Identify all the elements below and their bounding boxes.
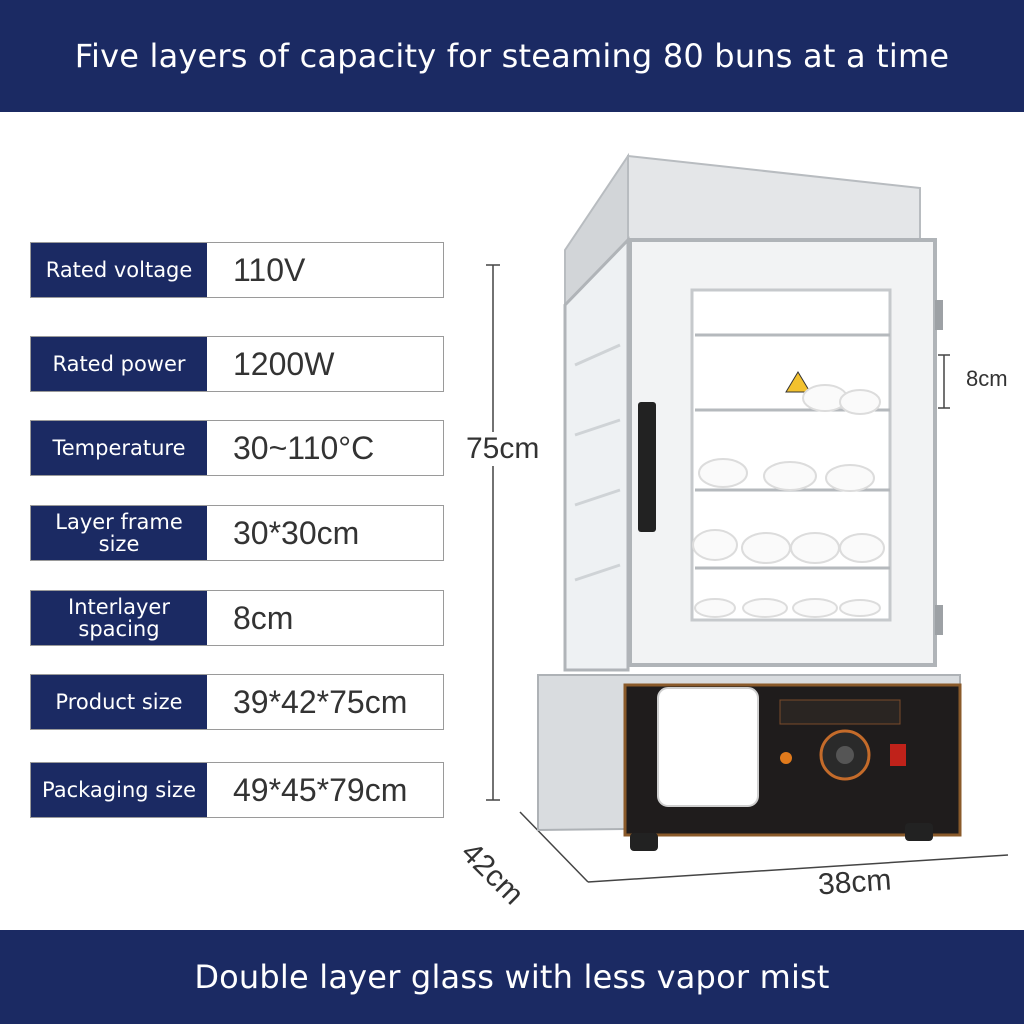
spec-label: Rated voltage <box>31 243 207 297</box>
top-banner: Five layers of capacity for steaming 80 … <box>0 0 1024 112</box>
banner-title: Five layers of capacity for steaming 80 … <box>74 37 950 75</box>
spec-label: Temperature <box>31 421 207 475</box>
dimension-lines <box>486 264 1009 883</box>
spacing-dimension-label: 8cm <box>966 366 1008 391</box>
spec-row-voltage: Rated voltage 110V <box>30 242 444 298</box>
spec-row-interlayer: Interlayer spacing 8cm <box>30 590 444 646</box>
banner-caption: Double layer glass with less vapor mist <box>194 958 830 996</box>
spec-label: Packaging size <box>31 763 207 817</box>
spec-value: 30~110°C <box>233 429 375 466</box>
spec-value: 39*42*75cm <box>233 683 408 720</box>
bottom-banner: Double layer glass with less vapor mist <box>0 930 1024 1024</box>
spec-label: Interlayer spacing <box>31 591 207 645</box>
spec-row-temperature: Temperature 30~110°C <box>30 420 444 476</box>
width-dimension-label: 38cm <box>816 863 893 902</box>
spec-value: 49*45*79cm <box>233 771 408 808</box>
spec-label: Rated power <box>31 337 207 391</box>
spec-value: 1200W <box>233 345 335 382</box>
spec-row-layer-frame: Layer frame size 30*30cm <box>30 505 444 561</box>
spec-label: Product size <box>31 675 207 729</box>
spec-value: 110V <box>233 251 306 288</box>
height-dimension-label: 75cm <box>466 432 540 466</box>
bun-steamer-image <box>537 152 962 851</box>
spec-row-product-size: Product size 39*42*75cm <box>30 674 444 730</box>
spec-value: 8cm <box>233 599 294 636</box>
spec-row-packaging-size: Packaging size 49*45*79cm <box>30 762 444 818</box>
spec-label: Layer frame size <box>31 506 207 560</box>
spec-row-power: Rated power 1200W <box>30 336 444 392</box>
spec-value: 30*30cm <box>233 514 360 551</box>
